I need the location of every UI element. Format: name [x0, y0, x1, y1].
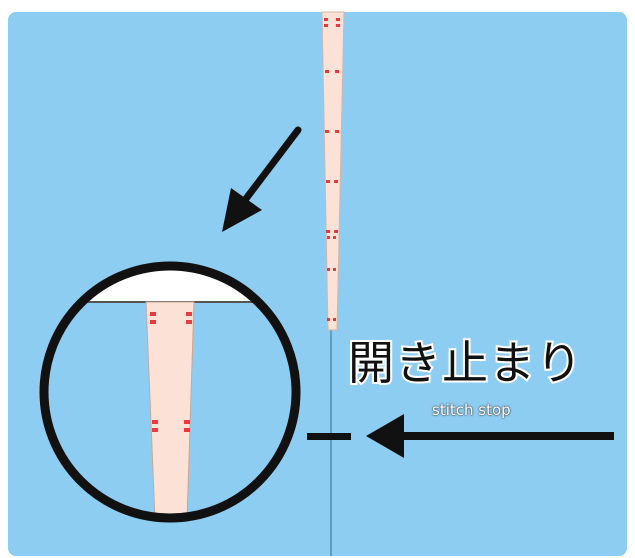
stitch-marks-lens [150, 312, 192, 432]
stitch-stop-label-en: stitch stop [432, 401, 511, 419]
arrow-down-left-icon [222, 126, 302, 232]
arrow-left-icon [366, 414, 614, 458]
stitch-stop-mark [307, 433, 351, 440]
magnifier-lens [39, 261, 301, 523]
stitch-marks-strip [324, 18, 340, 321]
fabric-strip [321, 11, 345, 331]
stitch-stop-label-jp: 開き止まり [346, 334, 584, 392]
